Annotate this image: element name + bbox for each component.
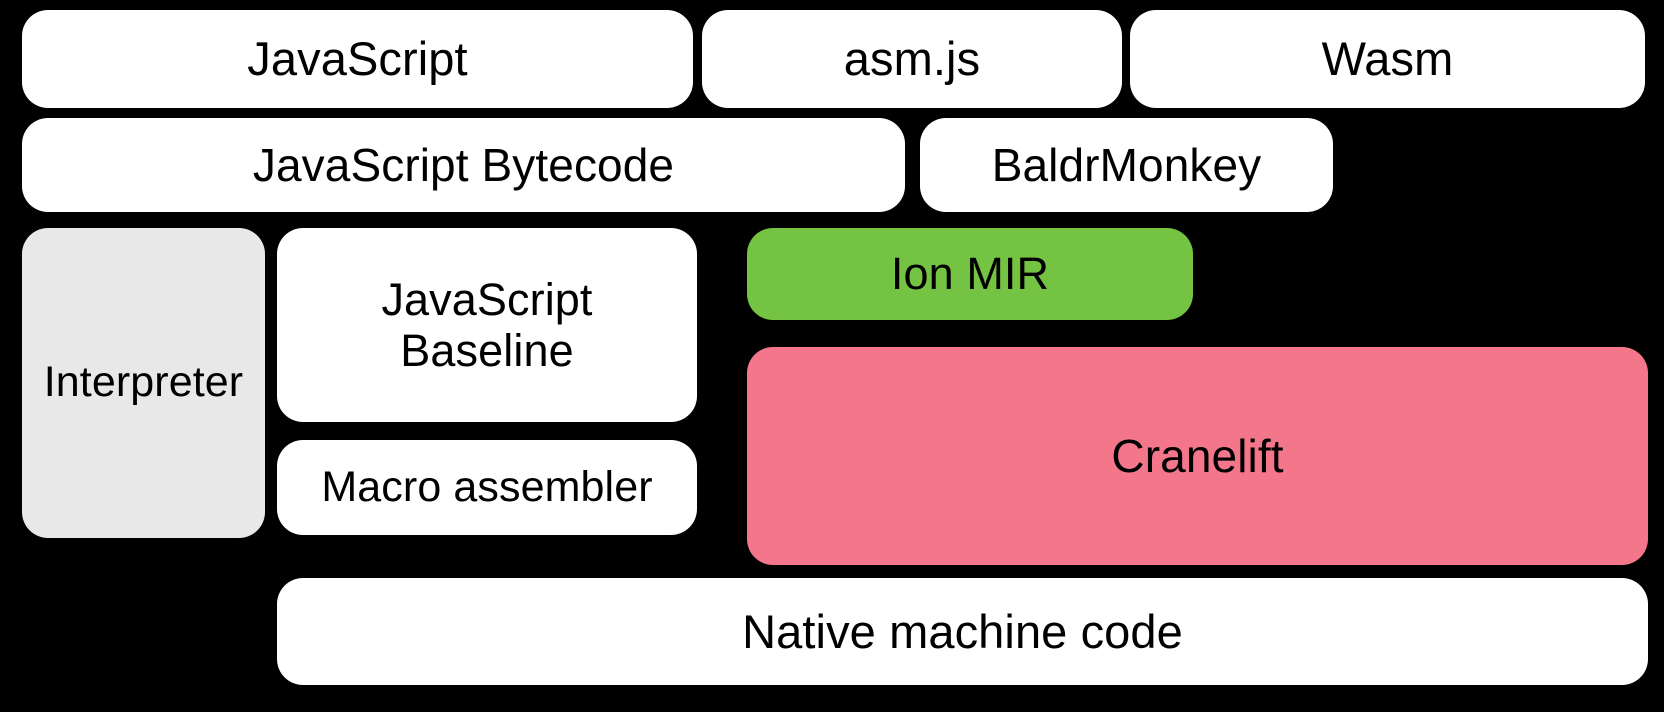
node-ion-mir: Ion MIR [747,228,1193,320]
node-native-machine-code: Native machine code [277,578,1648,685]
node-wasm: Wasm [1130,10,1645,108]
node-javascript-bytecode: JavaScript Bytecode [22,118,905,212]
node-interpreter: Interpreter [22,228,265,538]
node-javascript-baseline: JavaScript Baseline [277,228,697,422]
node-macro-assembler: Macro assembler [277,440,697,535]
node-cranelift: Cranelift [747,347,1648,565]
node-javascript: JavaScript [22,10,693,108]
node-baldrmonkey: BaldrMonkey [920,118,1333,212]
node-asm-js: asm.js [702,10,1122,108]
